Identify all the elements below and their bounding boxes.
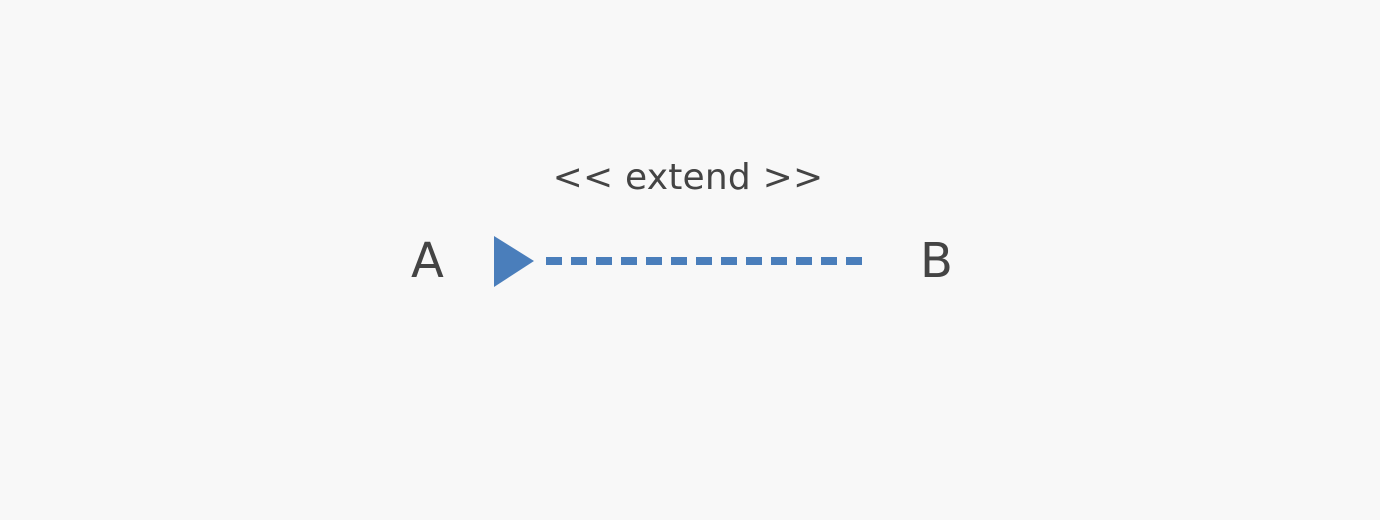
extend-connector — [494, 236, 866, 287]
relationship-stereotype-caption: << extend >> — [552, 157, 824, 198]
arrowhead-triangle-icon — [494, 236, 534, 287]
node-label-b: B — [920, 233, 953, 289]
node-label-a: A — [411, 233, 444, 289]
